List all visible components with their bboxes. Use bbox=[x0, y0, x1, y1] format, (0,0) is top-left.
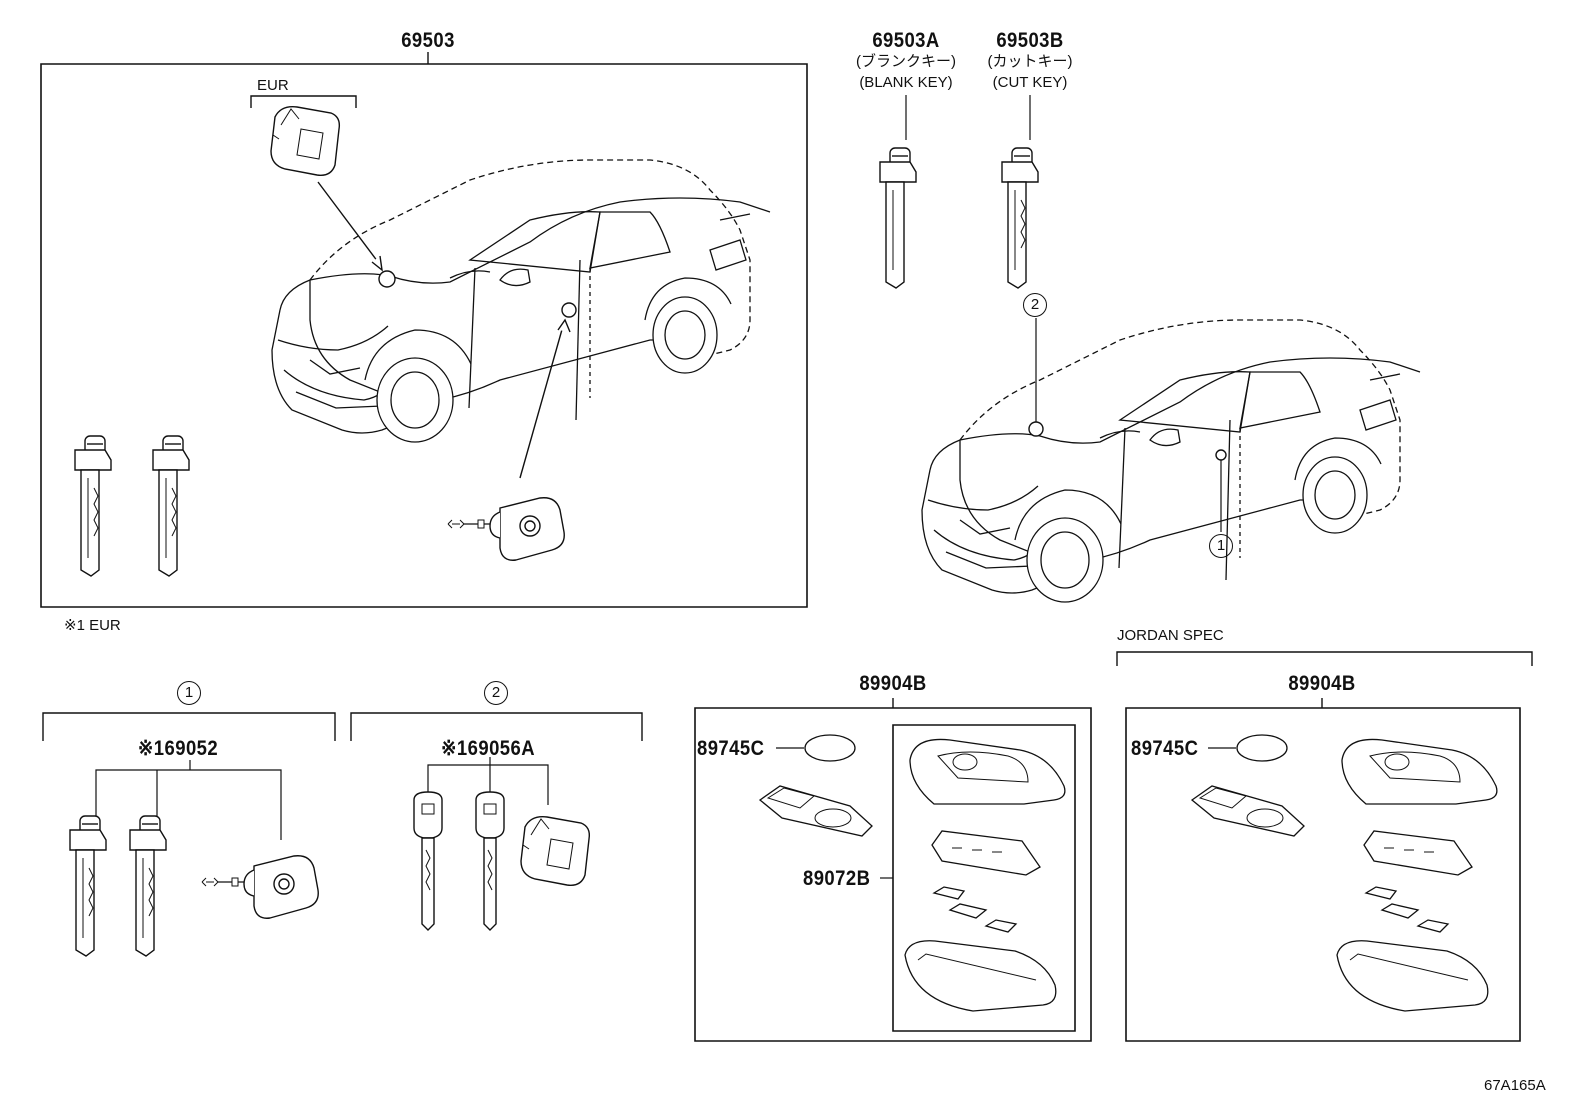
cut-key-part-number: 69503B bbox=[996, 29, 1064, 52]
set2-part-number: ※169056A bbox=[440, 737, 536, 760]
remote-jordan-part-number: 89904B bbox=[1288, 672, 1356, 695]
drawing-id: 67A165A bbox=[1484, 1077, 1546, 1094]
remote-part-number: 89904B bbox=[859, 672, 927, 695]
reference-circle-2-car: 2 bbox=[1023, 293, 1047, 317]
blank-key-part-number: 69503A bbox=[872, 29, 940, 52]
blank-key-japanese-label: (ブランクキー) bbox=[856, 53, 956, 70]
eur-bracket-label: EUR bbox=[257, 77, 289, 94]
cut-key-japanese-label: (カットキー) bbox=[987, 53, 1073, 70]
main-kit-part-number: 69503 bbox=[401, 29, 455, 52]
blank-key-english-label: (BLANK KEY) bbox=[859, 74, 953, 91]
jordan-spec-label: JORDAN SPEC bbox=[1117, 627, 1224, 644]
battery-jordan-part-number: 89745C bbox=[1131, 737, 1199, 760]
reference-circle-1-car: 1 bbox=[1209, 534, 1233, 558]
eur-note: ※1 EUR bbox=[64, 617, 121, 634]
reference-circle-1-set: 1 bbox=[177, 681, 201, 705]
reference-circle-2-set: 2 bbox=[484, 681, 508, 705]
set1-part-number: ※169052 bbox=[137, 737, 219, 760]
battery-part-number: 89745C bbox=[697, 737, 765, 760]
cut-key-english-label: (CUT KEY) bbox=[992, 74, 1068, 91]
case-part-number: 89072B bbox=[803, 867, 871, 890]
